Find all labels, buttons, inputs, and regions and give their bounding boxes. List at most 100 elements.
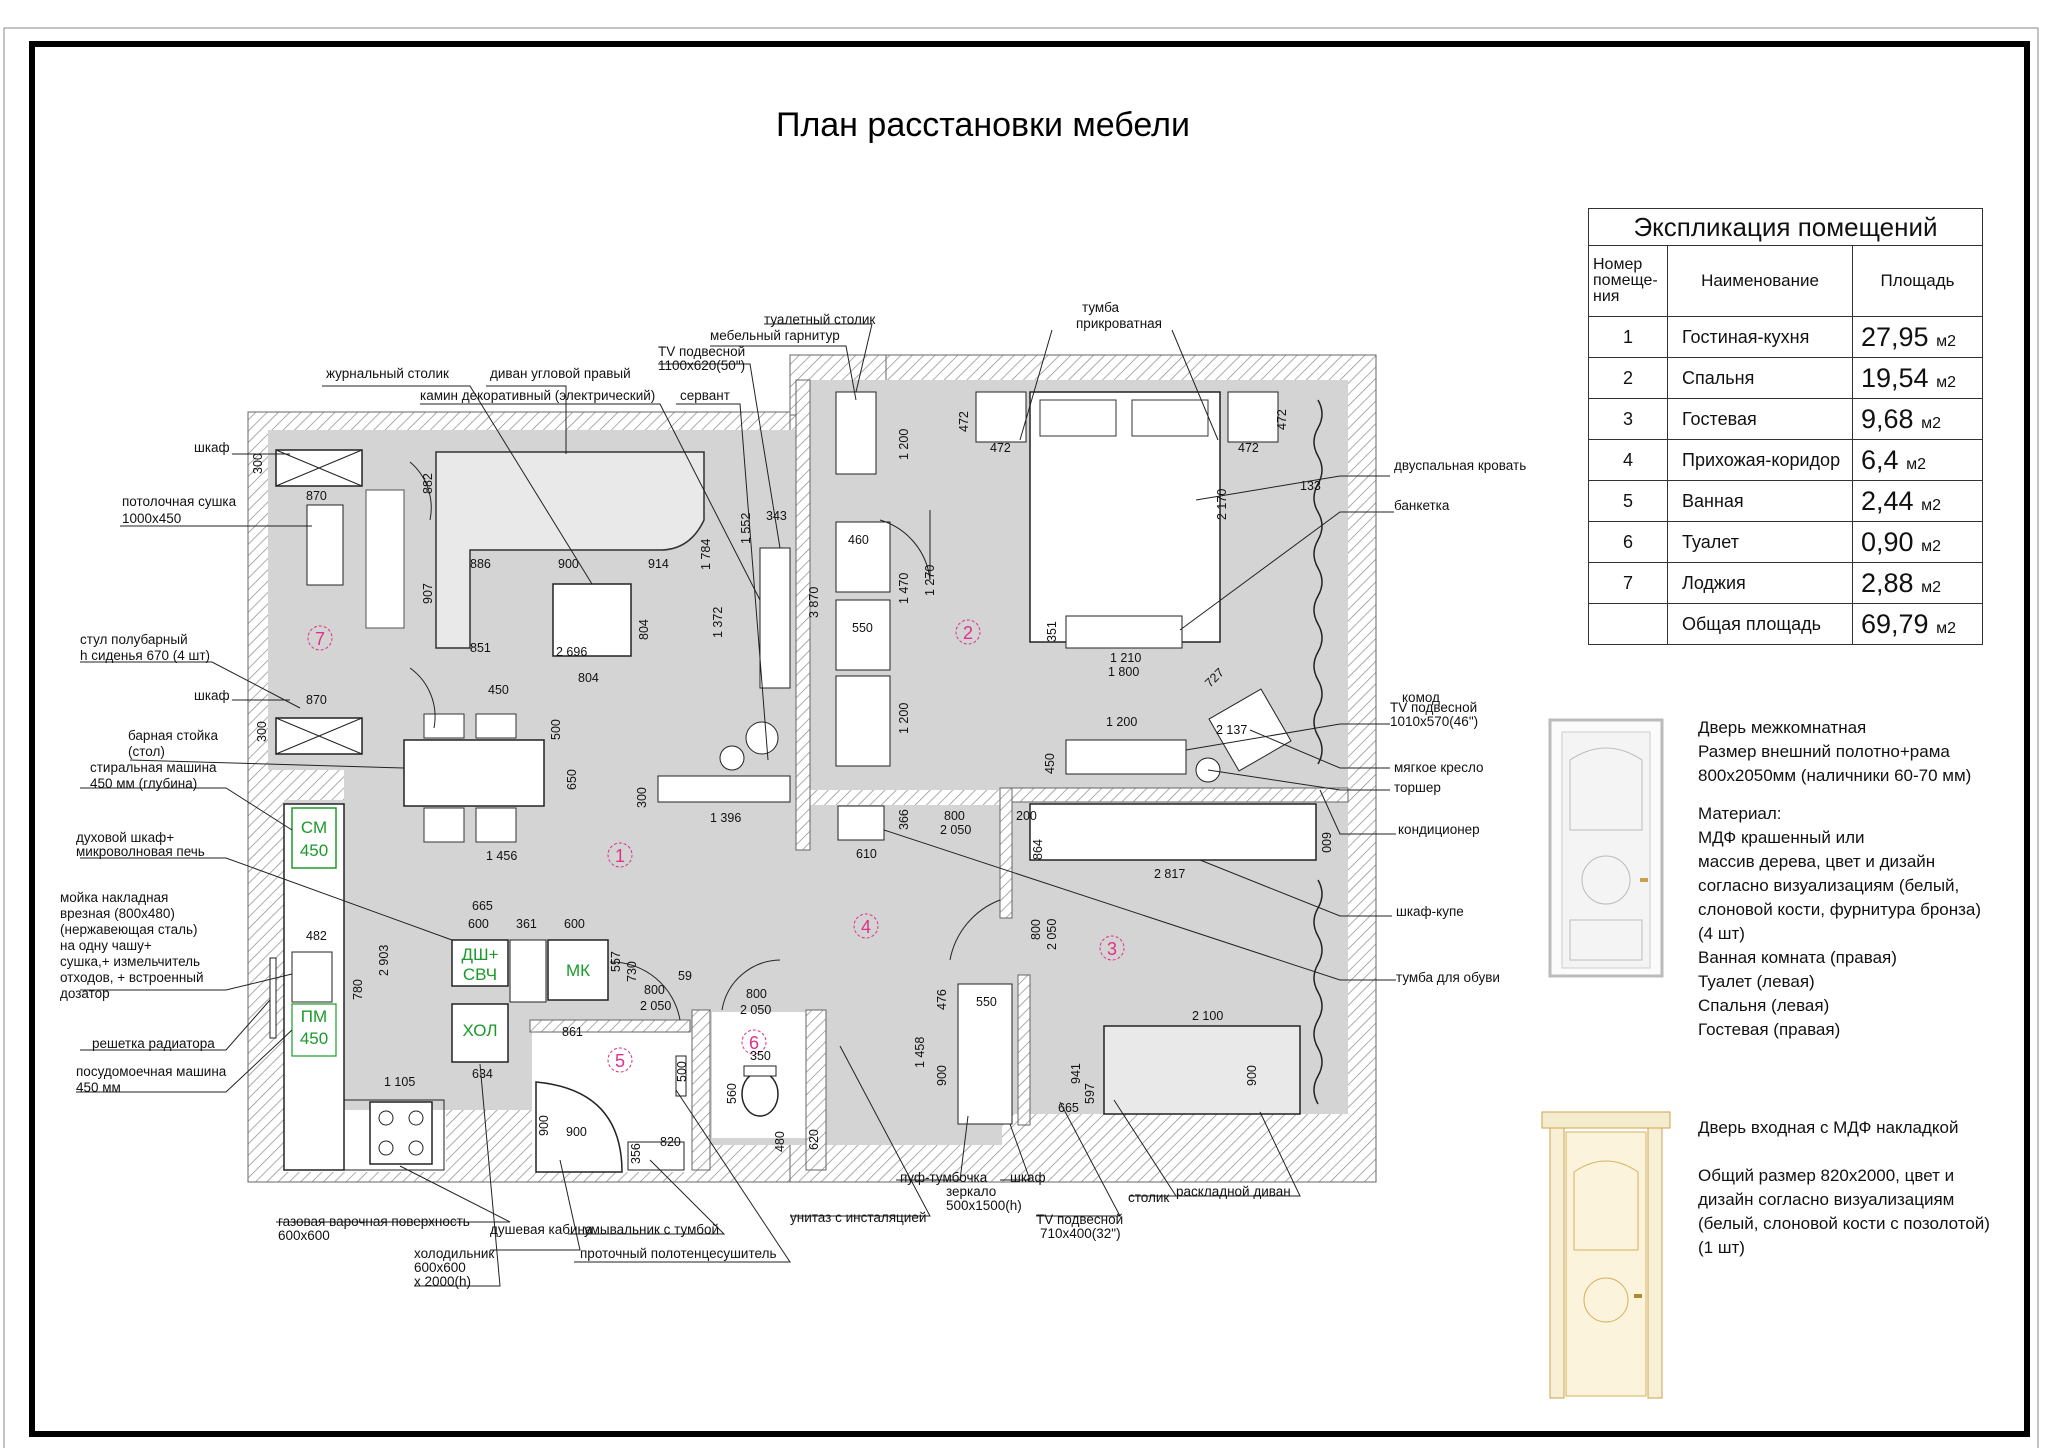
dim: 870 (306, 489, 327, 503)
dim: 1 200 (1106, 715, 1137, 729)
label-corner-sofa: диван угловой правый (490, 366, 631, 381)
leader (658, 363, 781, 549)
floor-plan: 1 2 3 4 5 6 7 СМ 450 ДШ+ СВЧ МК ХОЛ ПМ 4… (60, 300, 1526, 1289)
page-title: План расстановки мебели (776, 106, 1190, 144)
fridge (451, 1003, 509, 1063)
leader (1036, 1101, 1121, 1217)
dim: 450 (1043, 753, 1057, 774)
door-wc (721, 959, 781, 1011)
area-unit: м2 (1906, 455, 1926, 473)
row-number: 6 (1588, 521, 1668, 563)
room-7-number: 7 (315, 629, 325, 649)
dim: 300 (251, 453, 265, 474)
leader (1000, 1123, 1031, 1181)
row-number: 2 (1588, 357, 1668, 399)
label-double-bed: двуспальная кровать (1394, 458, 1526, 473)
leader (276, 1165, 511, 1223)
dim: 800 (644, 983, 665, 997)
appliance-pm: ПМ (301, 1007, 327, 1026)
dim: 804 (637, 619, 651, 640)
partition-guest-top (999, 787, 1349, 803)
room-4-circle (853, 913, 879, 939)
gas-hob (369, 1101, 433, 1165)
interior-door-line: 800х2050мм (наличники 60-70 мм) (1698, 766, 1972, 785)
label-sink-4: на одну чашу+ (60, 938, 152, 953)
vanity-table-furniture (835, 391, 877, 475)
leader (129, 759, 405, 769)
row-area: 27,95 м2 (1852, 316, 1983, 358)
label-sink-5: сушка,+ измельчитель (60, 954, 200, 969)
dim: 472 (1238, 441, 1259, 455)
dim: 550 (976, 995, 997, 1009)
leader (486, 385, 567, 454)
row-name: Спальня (1667, 357, 1853, 399)
entrance-door-handle (1634, 1294, 1642, 1298)
area-value: 19,54 (1861, 362, 1929, 393)
leader (80, 661, 301, 709)
room-1-circle (607, 842, 633, 868)
label-oven: духовой шкаф+ (76, 830, 174, 845)
label-wardrobe-top: шкаф (194, 440, 230, 455)
dim: 2 170 (1215, 489, 1229, 520)
dim: 450 (488, 683, 509, 697)
interior-door-image (1548, 718, 1664, 978)
explication-head-name: Наименование (1667, 245, 1853, 317)
label-mirror-size: 500х1500(h) (946, 1198, 1022, 1213)
label-nightstand-bedside: прикроватная (1076, 316, 1162, 331)
room-6-circle (741, 1029, 767, 1055)
hob-burner-1 (378, 1110, 394, 1126)
row-name: Гостевая (1667, 398, 1853, 440)
dim: 1 372 (711, 607, 725, 638)
dim: 600 (468, 917, 489, 931)
interior-door-title: Дверь межкомнатная (1698, 718, 1867, 737)
interior-door-panel-bottom (1569, 919, 1643, 961)
table-row: 4 Прихожая-коридор 6,4 м2 (1588, 439, 1983, 481)
entrance-door-leaf (1565, 1131, 1647, 1397)
label-air-conditioner: кондиционер (1398, 822, 1480, 837)
label-sink-2: врезная (800х480) (60, 906, 175, 921)
dim: 665 (472, 899, 493, 913)
dim: 597 (1083, 1083, 1097, 1104)
label-dresser: комод (1402, 690, 1440, 705)
plant-large (745, 721, 779, 755)
dim: 356 (629, 1143, 643, 1164)
leader (322, 385, 593, 585)
dim: 2 050 (940, 823, 971, 837)
dim: 361 (516, 917, 537, 931)
explication-head-area: Площадь (1852, 245, 1983, 317)
leader (1185, 723, 1390, 751)
dim: 804 (578, 671, 599, 685)
table-row: 1 Гостиная-кухня 27,95 м2 (1588, 316, 1983, 358)
room-5-number: 5 (615, 1051, 625, 1071)
dim: 2 696 (556, 645, 587, 659)
appliance-dsh: ДШ+ (461, 945, 498, 964)
dim: 2 137 (1216, 723, 1247, 737)
area-unit: м2 (1936, 619, 1956, 637)
row-number: 4 (1588, 439, 1668, 481)
row-name: Прихожая-коридор (1667, 439, 1853, 481)
dim: 2 817 (1154, 867, 1185, 881)
partition-hall-right (1017, 974, 1031, 1126)
label-coffee-table: журнальный столик (326, 366, 449, 381)
label-mirror: зеркало (946, 1184, 996, 1199)
dim: 1 458 (913, 1037, 927, 1068)
dim: 300 (635, 787, 649, 808)
row-area: 69,79 м2 (1852, 603, 1983, 645)
table-row: 3 Гостевая 9,68 м2 (1588, 398, 1983, 440)
dim: 480 (773, 1131, 787, 1152)
dim: 476 (935, 989, 949, 1010)
label-shower: душевая кабина (490, 1222, 593, 1237)
partition-wc-left (691, 1009, 711, 1171)
row-name: Лоджия (1667, 562, 1853, 604)
dim: 907 (421, 583, 435, 604)
leader-lines (76, 323, 1396, 1287)
dim: 650 (565, 769, 579, 790)
hob-burner-3 (378, 1140, 394, 1156)
bar-table (403, 739, 545, 807)
room-number-markers: 1 2 3 4 5 6 7 (307, 619, 1125, 1073)
label-fridge-height: х 2000(h) (414, 1274, 471, 1289)
corner-sofa (435, 451, 705, 649)
area-value: 0,90 (1861, 526, 1914, 557)
leader (420, 403, 761, 601)
